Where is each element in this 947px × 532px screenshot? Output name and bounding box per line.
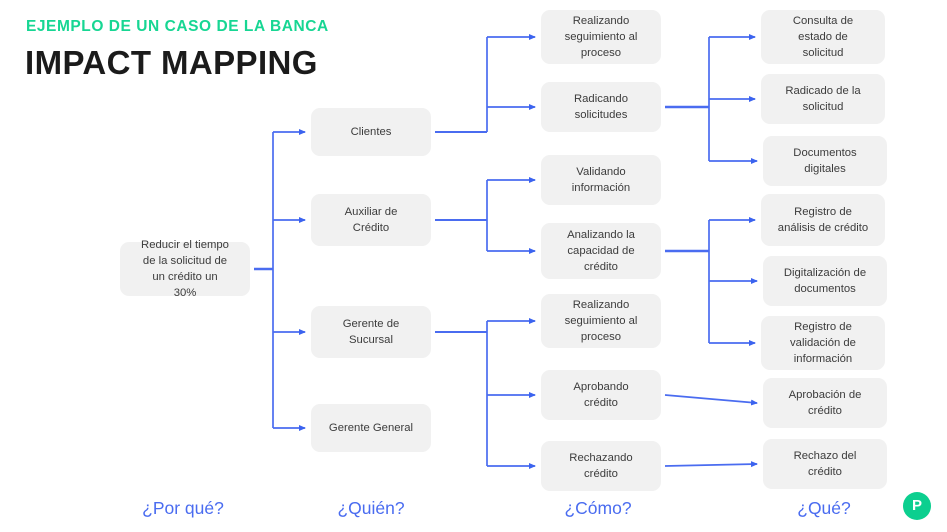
node-rechazando[interactable]: Rechazando crédito — [541, 441, 661, 491]
platzi-logo-icon: P — [903, 492, 931, 520]
node-consulta[interactable]: Consulta de estado de solicitud — [761, 10, 885, 64]
node-auxiliar[interactable]: Auxiliar de Crédito — [311, 194, 431, 246]
node-registro-validacion[interactable]: Registro de validación de información — [761, 316, 885, 370]
node-rechazo[interactable]: Rechazo del crédito — [763, 439, 887, 489]
axis-label-what: ¿Qué? — [797, 498, 851, 518]
page-title: IMPACT MAPPING — [25, 44, 318, 81]
node-radicando[interactable]: Radicando solicitudes — [541, 82, 661, 132]
logo-glyph: P — [911, 497, 922, 514]
node-seguimiento-2[interactable]: Realizando seguimiento al proceso — [541, 294, 661, 348]
node-aprobando[interactable]: Aprobando crédito — [541, 370, 661, 420]
node-validando[interactable]: Validando información — [541, 155, 661, 205]
node-aprobacion[interactable]: Aprobación de crédito — [763, 378, 887, 428]
edge-rechazando — [664, 461, 758, 468]
axis-label-why: ¿Por qué? — [142, 498, 224, 518]
node-digitalizacion[interactable]: Digitalización de documentos — [763, 256, 887, 306]
node-clientes[interactable]: Clientes — [311, 108, 431, 156]
node-seguimiento-1[interactable]: Realizando seguimiento al proceso — [541, 10, 661, 64]
node-gerente-suc[interactable]: Gerente de Sucursal — [311, 306, 431, 358]
node-radicado[interactable]: Radicado de la solicitud — [761, 74, 885, 124]
node-documentos[interactable]: Documentos digitales — [763, 136, 887, 186]
node-goal[interactable]: Reducir el tiempo de la solicitud de un … — [120, 239, 250, 299]
node-registro-analisis[interactable]: Registro de análisis de crédito — [761, 194, 885, 246]
node-gerente-gen[interactable]: Gerente General — [311, 404, 431, 452]
slide-eyebrow: EJEMPLO DE UN CASO DE LA BANCA — [26, 18, 329, 35]
axis-label-how: ¿Cómo? — [564, 498, 632, 518]
node-analizando[interactable]: Analizando la capacidad de crédito — [541, 223, 661, 279]
edge-aprobando — [664, 394, 758, 406]
axis-label-who: ¿Quién? — [337, 498, 405, 518]
